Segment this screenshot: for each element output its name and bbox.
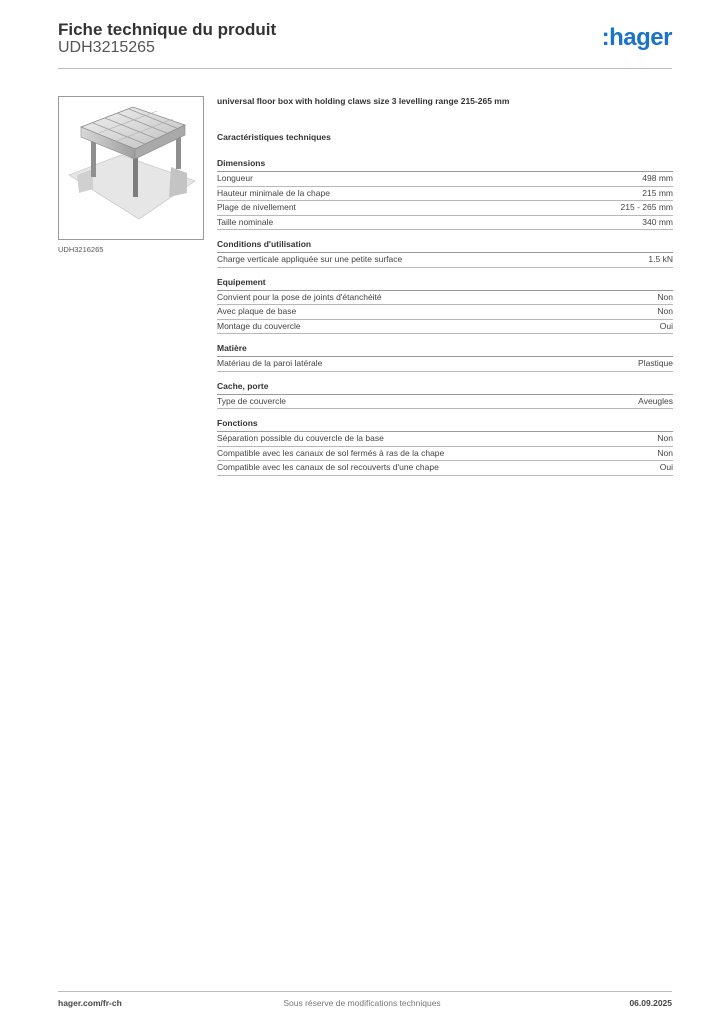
spec-value: Non: [657, 306, 673, 316]
spec-value: Oui: [659, 462, 673, 472]
spec-label: Plage de nivellement: [217, 202, 296, 212]
footer-disclaimer: Sous réserve de modifications techniques: [283, 998, 441, 1008]
image-caption: UDH3216265: [58, 245, 104, 254]
spec-row: Charge verticale appliquée sur une petit…: [217, 253, 673, 268]
spec-label: Matériau de la paroi latérale: [217, 358, 323, 368]
spec-label: Avec plaque de base: [217, 306, 297, 316]
spec-row: Compatible avec les canaux de sol recouv…: [217, 461, 673, 476]
footer-date: 06.09.2025: [629, 998, 672, 1008]
spec-label: Séparation possible du couvercle de la b…: [217, 433, 384, 443]
spec-row: Montage du couvercle Oui: [217, 320, 673, 334]
section-heading: Fonctions: [217, 418, 673, 432]
spec-value: 215 - 265 mm: [620, 202, 673, 212]
spec-value: Non: [657, 433, 673, 443]
spec-row: Matériau de la paroi latérale Plastique: [217, 357, 673, 372]
page-title: Fiche technique du produit: [58, 20, 277, 39]
spec-value: 340 mm: [642, 216, 673, 227]
spec-value: Non: [657, 291, 673, 302]
header-divider: [58, 68, 672, 69]
spec-label: Compatible avec les canaux de sol fermés…: [217, 447, 445, 458]
spec-value: Non: [657, 447, 673, 458]
spec-row: Plage de nivellement 215 - 265 mm: [217, 201, 673, 216]
tech-characteristics-title: Caractéristiques techniques: [217, 132, 331, 142]
spec-label: Charge verticale appliquée sur une petit…: [217, 254, 403, 264]
spec-label: Convient pour la pose de joints d'étanch…: [217, 291, 382, 302]
section-heading: Matière: [217, 343, 673, 357]
product-description: universal floor box with holding claws s…: [217, 96, 510, 106]
spec-label: Hauteur minimale de la chape: [217, 187, 330, 198]
footer-divider: [58, 991, 672, 992]
spec-row: Séparation possible du couvercle de la b…: [217, 432, 673, 447]
spec-label: Compatible avec les canaux de sol recouv…: [217, 462, 439, 472]
section-heading: Dimensions: [217, 158, 673, 172]
section-heading: Cache, porte: [217, 381, 673, 395]
spec-row: Type de couvercle Aveugles: [217, 395, 673, 409]
spec-label: Type de couvercle: [217, 395, 286, 406]
spec-row: Taille nominale 340 mm: [217, 216, 673, 230]
floor-box-product-image: [58, 96, 204, 240]
spec-value: 1.5 kN: [648, 254, 673, 264]
spec-label: Taille nominale: [217, 216, 274, 227]
spec-value: 498 mm: [642, 173, 673, 183]
footer-website-link[interactable]: hager.com/fr-ch: [58, 998, 122, 1008]
spec-row: Hauteur minimale de la chape 215 mm: [217, 187, 673, 201]
spec-row: Avec plaque de base Non: [217, 305, 673, 320]
spec-row: Longueur 498 mm: [217, 172, 673, 187]
spec-row: Convient pour la pose de joints d'étanch…: [217, 291, 673, 305]
spec-row: Compatible avec les canaux de sol fermés…: [217, 447, 673, 461]
spec-value: Aveugles: [638, 395, 673, 406]
spec-label: Longueur: [217, 173, 253, 183]
section-heading: Conditions d'utilisation: [217, 239, 673, 253]
product-code: UDH3215265: [58, 39, 155, 56]
spec-label: Montage du couvercle: [217, 320, 301, 331]
spec-value: Plastique: [638, 358, 673, 368]
product-details: universal floor box with holding claws s…: [217, 96, 673, 485]
hager-logo[interactable]: :hager: [601, 24, 673, 51]
spec-value: Oui: [659, 320, 673, 331]
section-heading: Equipement: [217, 277, 673, 291]
spec-value: 215 mm: [642, 187, 673, 198]
